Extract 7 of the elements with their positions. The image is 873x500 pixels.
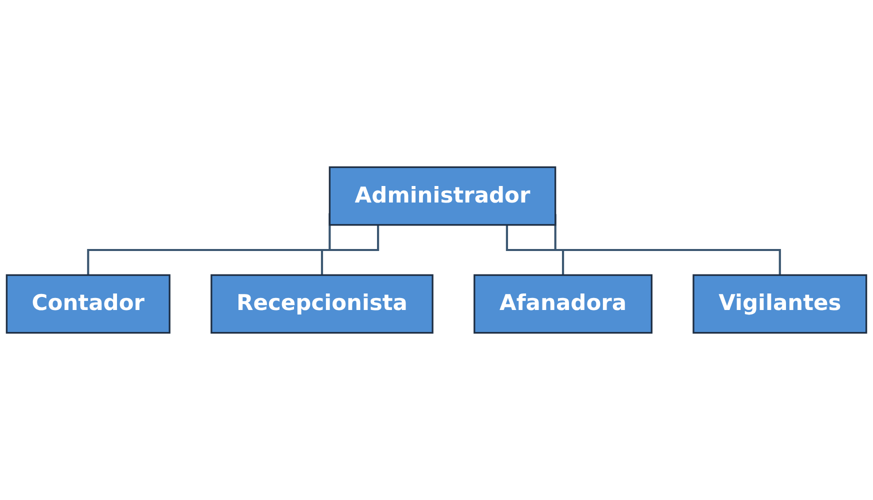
node-box: Afanadora: [474, 274, 652, 334]
connector: [320, 224, 380, 276]
node-box: Administrador: [328, 166, 556, 226]
node-box: Contador: [6, 274, 170, 334]
node-box: Vigilantes: [692, 274, 868, 334]
node-box: Recepcionista: [210, 274, 434, 334]
connector: [506, 224, 564, 276]
